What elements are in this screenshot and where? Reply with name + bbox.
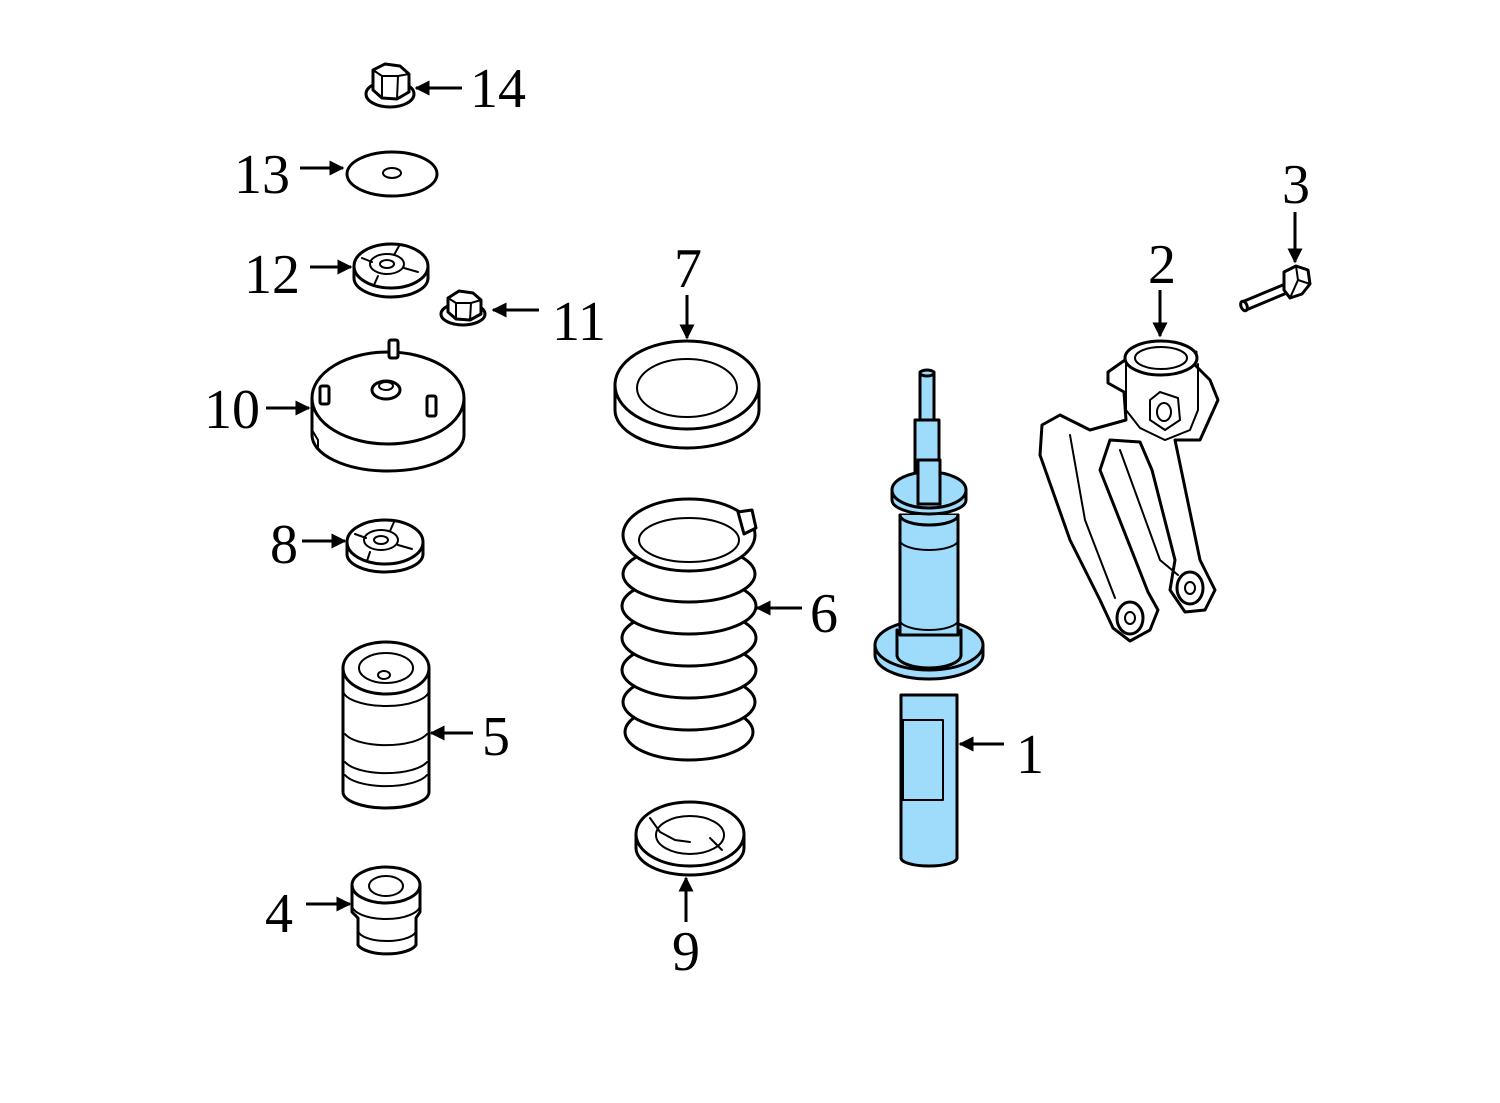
part-14-nut[interactable]	[364, 62, 416, 109]
callout-13-label: 13	[234, 144, 290, 206]
part-4-bump-stop[interactable]	[350, 865, 422, 956]
callout-8-label: 8	[270, 514, 298, 576]
callout-9-label: 9	[672, 921, 700, 983]
part-3-bolt[interactable]	[1239, 264, 1312, 313]
part-7-spring-seat[interactable]	[613, 339, 761, 450]
part-1-strut[interactable]	[873, 368, 985, 868]
part-9-spring-seat[interactable]	[634, 800, 746, 877]
part-5-dust-boot[interactable]	[341, 640, 431, 810]
part-8-insulator[interactable]	[345, 518, 425, 574]
callout-12-label: 12	[244, 244, 300, 306]
callout-6-label: 6	[810, 583, 838, 645]
part-2-knuckle[interactable]	[1038, 339, 1220, 643]
callout-14-label: 14	[470, 58, 526, 120]
callout-5-label: 5	[482, 706, 510, 768]
callout-1-label: 1	[1016, 724, 1044, 786]
part-12-insulator[interactable]	[352, 242, 430, 299]
part-10-strut-mount[interactable]	[310, 338, 466, 473]
part-13-washer[interactable]	[345, 150, 439, 198]
callout-4-label: 4	[265, 883, 293, 945]
part-6-coil-spring[interactable]	[620, 497, 758, 762]
callout-3-label: 3	[1282, 154, 1310, 216]
callout-7-label: 7	[674, 238, 702, 300]
part-11-nut[interactable]	[439, 289, 487, 327]
callout-11-label: 11	[552, 291, 606, 353]
callout-10-label: 10	[204, 379, 260, 441]
callout-2-label: 2	[1148, 234, 1176, 296]
